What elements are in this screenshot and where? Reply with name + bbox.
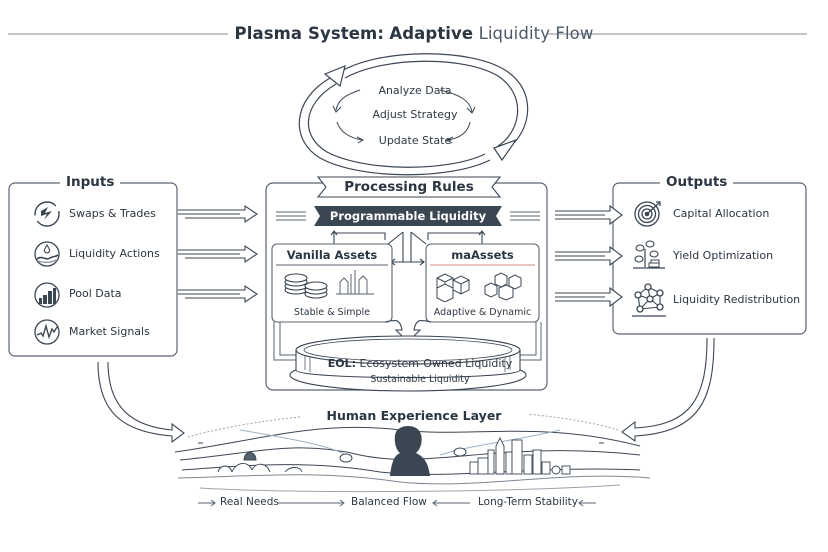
market-pulse-icon [34, 319, 60, 345]
eol-title: Ecosystem-Owned Liquidity [359, 357, 513, 370]
flow-long-term-stability: Long-Term Stability [478, 496, 578, 508]
vanilla-assets-subtitle: Stable & Simple [294, 307, 370, 318]
input-item-swaps: Swaps & Trades [69, 207, 156, 220]
eol-subtitle: Sustainable Liquidity [370, 374, 470, 385]
swap-arrows-icon [34, 201, 60, 227]
input-arrows [178, 204, 258, 304]
outputs-title: Outputs [660, 174, 734, 190]
output-item-liquidity-redistribution: Liquidity Redistribution [673, 293, 801, 306]
flow-real-needs: Real Needs [220, 496, 279, 508]
maassets-title: maAssets [451, 248, 514, 262]
bottom-flow-arrows [198, 499, 596, 507]
person-silhouette-icon [390, 426, 430, 476]
target-icon [634, 201, 661, 227]
cubes-icon [436, 272, 522, 302]
title-part-3: Liquidity Flow [478, 24, 594, 43]
cycle-step-update: Update State [378, 134, 452, 147]
page-title: Plasma System: Adaptive Liquidity Flow [0, 24, 828, 43]
feedback-loop [298, 53, 529, 176]
maassets-subtitle: Adaptive & Dynamic [433, 307, 532, 318]
processing-rules-title: Processing Rules [344, 179, 474, 195]
network-icon [632, 283, 666, 317]
coins-chart-icon [284, 270, 374, 299]
eol-pool [289, 335, 527, 392]
title-part-2: Adaptive [389, 24, 474, 43]
input-item-liquidity-actions: Liquidity Actions [69, 247, 160, 260]
maassets-box [425, 243, 540, 323]
trees-icon [217, 452, 303, 473]
inputs-title: Inputs [60, 174, 121, 190]
programmable-liquidity-banner [314, 206, 502, 226]
human-layer-arrows [97, 337, 715, 444]
title-part-1: Plasma System: [234, 24, 385, 43]
eol-prefix: EOL: [327, 357, 357, 370]
output-item-capital-allocation: Capital Allocation [673, 207, 770, 220]
bar-chart-icon [34, 282, 60, 308]
center-connectors [330, 230, 486, 266]
programmable-liquidity-label: Programmable Liquidity [329, 209, 487, 223]
human-experience-layer-title: Human Experience Layer [300, 408, 528, 423]
input-item-pool-data: Pool Data [69, 287, 122, 300]
output-item-yield-optimization: Yield Optimization [673, 249, 774, 262]
liquidity-drop-icon [34, 241, 60, 267]
output-arrows [555, 204, 623, 308]
cycle-step-adjust: Adjust Strategy [372, 108, 458, 121]
vanilla-assets-title: Vanilla Assets [286, 248, 378, 262]
plant-coins-icon [633, 240, 665, 269]
input-item-market-signals: Market Signals [69, 325, 150, 338]
vanilla-assets-box [271, 243, 393, 323]
flow-balanced-flow: Balanced Flow [351, 496, 427, 508]
processing-title-ribbon [316, 176, 502, 198]
city-skyline-icon [469, 436, 571, 475]
eol-label: EOL: Ecosystem-Owned Liquidity [300, 357, 540, 370]
cycle-step-analyze: Analyze Data [378, 84, 452, 97]
